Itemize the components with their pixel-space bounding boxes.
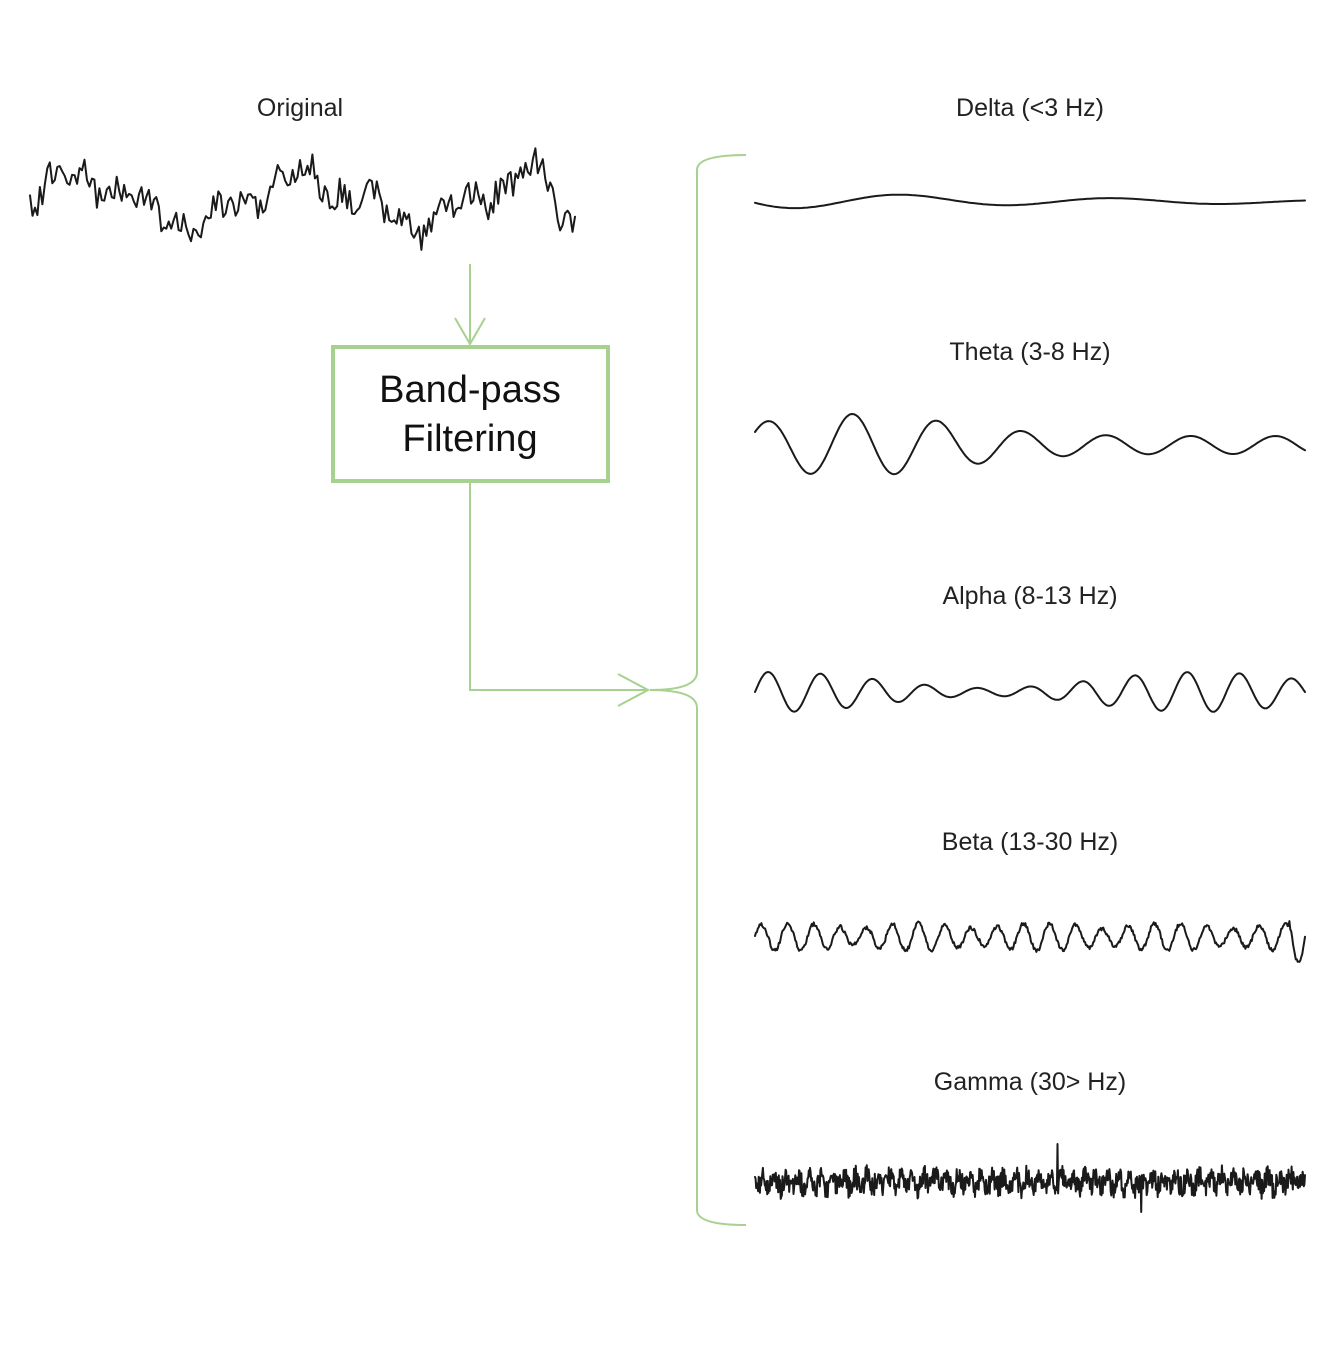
delta-signal-trace [754, 193, 1306, 210]
beta-signal-trace [754, 920, 1306, 963]
original-label: Original [257, 94, 343, 122]
bands-brace [649, 154, 747, 1226]
original-signal-trace [29, 147, 576, 251]
gamma-signal-trace [754, 1143, 1306, 1213]
band-pass-filter-box [331, 345, 610, 483]
band-label-alpha: Alpha (8-13 Hz) [942, 582, 1117, 610]
theta-signal-trace [754, 413, 1306, 476]
arrow-to-bands [469, 483, 648, 691]
band-label-theta: Theta (3-8 Hz) [949, 338, 1110, 366]
band-label-beta: Beta (13-30 Hz) [942, 828, 1118, 856]
alpha-signal-trace [754, 671, 1306, 713]
arrow-to-bands-head [617, 673, 651, 707]
filter-box-line2: Filtering [402, 418, 537, 460]
band-label-delta: Delta (<3 Hz) [956, 94, 1104, 122]
filter-box-line1: Band-pass [379, 369, 561, 411]
arrow-to-filter-head [454, 317, 486, 347]
band-label-gamma: Gamma (30> Hz) [934, 1068, 1126, 1096]
